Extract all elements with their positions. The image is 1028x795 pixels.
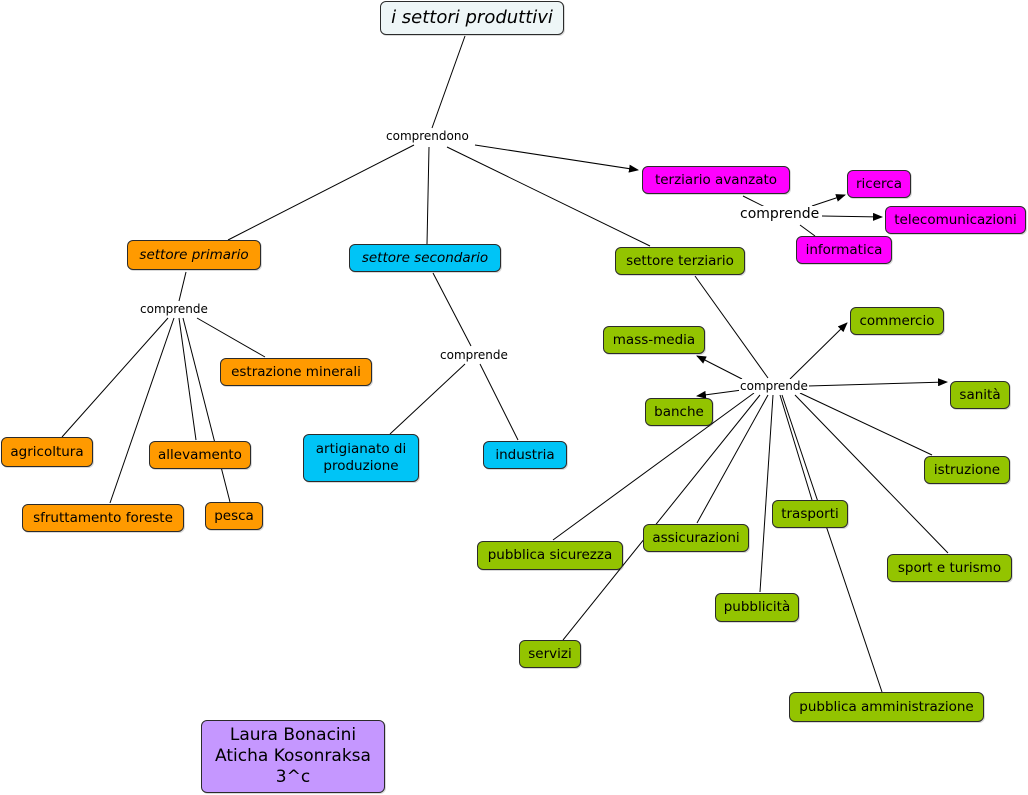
link-comprende-assicurazioni — [696, 394, 769, 524]
node-artigianato-di-produzione[interactable]: artigianato di produzione — [303, 434, 419, 482]
node-settore-terziario[interactable]: settore terziario — [615, 247, 745, 275]
link-comprende-sport — [794, 394, 949, 554]
node-settore-primario[interactable]: settore primario — [127, 240, 261, 270]
link-comprende-banche — [696, 389, 743, 399]
link-comprendono-secondario — [426, 146, 430, 245]
link-label-comprende-primario: comprende — [139, 302, 209, 316]
link-comprende-servizi — [562, 394, 761, 641]
node-pesca[interactable]: pesca — [205, 502, 263, 530]
link-label-comprende-terziario: comprende — [739, 379, 809, 393]
link-comprende-sfruttamento — [109, 317, 175, 504]
node-commercio[interactable]: commercio — [850, 307, 944, 335]
link-title-comprendono — [431, 35, 466, 129]
link-comprende-pubblicita — [759, 394, 774, 593]
node-settore-secondario[interactable]: settore secondario — [349, 244, 501, 272]
node-istruzione[interactable]: istruzione — [924, 456, 1010, 484]
link-comprende-agricoltura — [61, 317, 169, 438]
link-primario-comprende — [178, 271, 187, 302]
link-label-comprende-avanzato: comprende — [739, 206, 821, 222]
link-comprende-amministrazione — [781, 394, 883, 693]
link-comprende-allevamento — [178, 317, 197, 441]
node-pubblica-sicurezza[interactable]: pubblica sicurezza — [477, 541, 623, 570]
node-trasporti[interactable]: trasporti — [772, 500, 848, 528]
link-label-comprendono: comprendono — [385, 129, 470, 143]
link-comprende-pesca — [182, 317, 231, 503]
node-servizi[interactable]: servizi — [519, 640, 581, 668]
link-avanzato-comprende — [742, 195, 766, 208]
node-industria[interactable]: industria — [483, 441, 567, 469]
node-sport-e-turismo[interactable]: sport e turismo — [887, 554, 1012, 582]
link-comprende-estrazione — [196, 317, 266, 358]
link-comprende-massmedia — [696, 355, 743, 380]
authors-box[interactable]: Laura Bonacini Aticha Kosonraksa 3^c — [201, 720, 385, 793]
link-comprendono-primario — [227, 144, 415, 241]
node-assicurazioni[interactable]: assicurazioni — [643, 524, 749, 552]
link-comprende-industria — [479, 363, 519, 441]
link-comprendono-avanzato — [474, 144, 639, 173]
node-ricerca[interactable]: ricerca — [847, 170, 911, 198]
link-comprende-telecomunicazioni — [821, 212, 883, 221]
node-pubblica-amministrazione[interactable]: pubblica amministrazione — [789, 692, 984, 722]
node-estrazione-minerali[interactable]: estrazione minerali — [220, 358, 372, 386]
node-terziario-avanzato[interactable]: terziario avanzato — [642, 166, 790, 194]
link-comprende-ricerca — [811, 194, 846, 207]
link-comprende-sanita — [807, 378, 948, 387]
node-informatica[interactable]: informatica — [796, 236, 892, 264]
node-mass-media[interactable]: mass-media — [603, 326, 705, 354]
link-comprendono-terziario — [446, 146, 651, 247]
node-allevamento[interactable]: allevamento — [149, 441, 251, 469]
node-telecomunicazioni[interactable]: telecomunicazioni — [885, 206, 1026, 234]
link-comprende-trasporti — [779, 394, 813, 501]
link-comprende-sicurezza — [552, 392, 755, 541]
link-terziario-comprende — [694, 275, 769, 379]
link-comprende-artigianato — [389, 363, 466, 435]
node-pubblicita[interactable]: pubblicità — [715, 593, 799, 622]
node-agricoltura[interactable]: agricoltura — [1, 437, 93, 467]
node-banche[interactable]: banche — [645, 398, 713, 426]
link-label-comprende-secondario: comprende — [439, 348, 509, 362]
link-comprende-commercio — [789, 322, 848, 380]
title-node[interactable]: i settori produttivi — [380, 1, 564, 35]
node-sanita[interactable]: sanità — [950, 381, 1010, 409]
link-secondario-comprende — [432, 272, 472, 347]
link-comprende-istruzione — [799, 392, 933, 456]
node-sfruttamento-foreste[interactable]: sfruttamento foreste — [22, 504, 184, 532]
link-comprende-informatica — [799, 224, 816, 237]
